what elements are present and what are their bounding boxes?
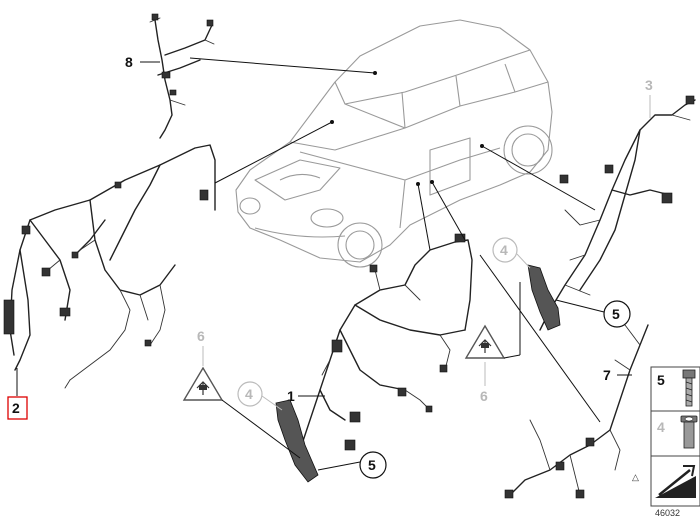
door-grommet-right[interactable] (527, 264, 561, 331)
leader-dot (416, 182, 420, 186)
leader-2-car (214, 121, 333, 184)
callout-2[interactable]: 2 (12, 400, 20, 416)
warning-triangle-plug-icon (182, 366, 224, 401)
leader-dot (373, 71, 377, 75)
leader-4b (516, 253, 531, 269)
leader-dot (480, 144, 484, 148)
door-grommet-left[interactable] (275, 399, 319, 483)
warning-triangle-plug-icon (464, 324, 506, 359)
callout-5b: 5 (612, 306, 620, 322)
leader-dot (330, 120, 334, 124)
callout-6b[interactable]: 6 (480, 388, 488, 404)
harness-door-rear[interactable] (299, 233, 473, 451)
car-outline (235, 19, 553, 268)
callout-5-circle-a[interactable] (359, 451, 387, 479)
leader-8-car (189, 57, 376, 74)
rivet-nut-icon (680, 415, 698, 449)
harness-door-front-left[interactable] (3, 144, 216, 389)
diagram-id: 46032 (655, 508, 680, 518)
harness-rear-right[interactable] (539, 95, 696, 331)
callout-5-circle-b[interactable] (603, 300, 631, 328)
legend-label-5: 5 (657, 372, 665, 388)
leader-7-car (479, 254, 601, 423)
callout-8: 8 (125, 54, 133, 70)
callout-5a: 5 (368, 457, 376, 473)
leader-6a-b (221, 399, 301, 459)
leader-5b (555, 299, 605, 313)
highlight-frame (7, 396, 28, 420)
leader-dot (430, 180, 434, 184)
callout-4b: 4 (500, 242, 508, 258)
leader-4a (261, 395, 283, 411)
leader-5a (317, 461, 361, 471)
leader-1-car-b (431, 181, 466, 241)
wedge-shim-icon (655, 465, 696, 498)
corner-mark: △ (632, 472, 639, 482)
callout-7[interactable]: 7 (603, 367, 611, 383)
leader-3-car (481, 145, 596, 211)
bolt-icon (682, 369, 696, 407)
callout-4a: 4 (245, 386, 253, 402)
callout-4-circle-a[interactable] (237, 381, 263, 407)
callout-4-circle-b[interactable] (492, 237, 518, 263)
harness-rear-lower[interactable] (504, 324, 649, 499)
leader-6b-a (503, 354, 521, 359)
parts-legend: 5 4 (650, 366, 700, 507)
callout-3[interactable]: 3 (645, 77, 653, 93)
callout-6a[interactable]: 6 (197, 328, 205, 344)
callout-1[interactable]: 1 (287, 388, 295, 404)
harness-roof[interactable] (149, 13, 215, 139)
legend-label-4: 4 (657, 419, 665, 435)
leader-1-car (417, 183, 431, 251)
